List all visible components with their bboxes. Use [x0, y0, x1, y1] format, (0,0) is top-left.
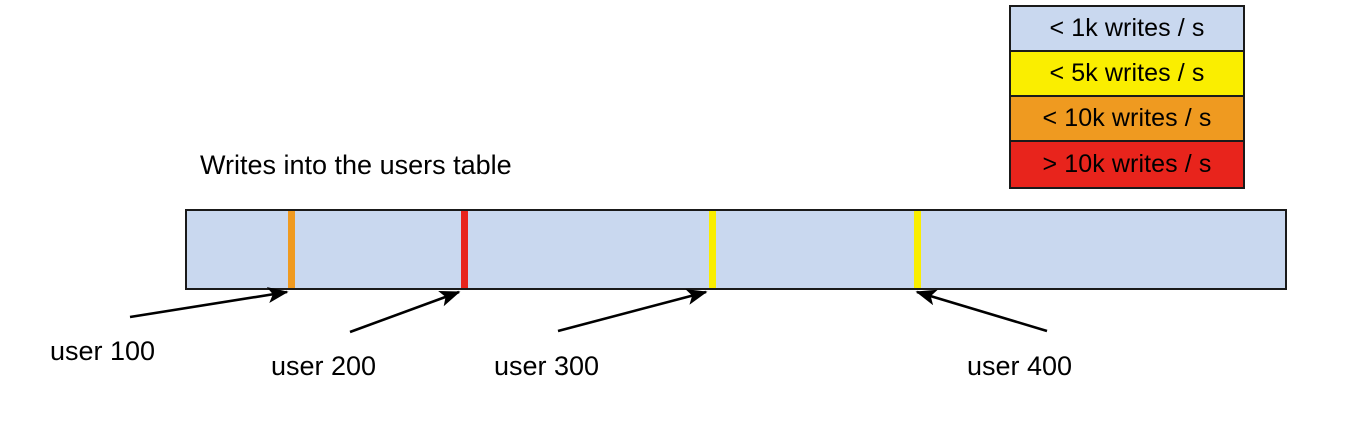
arrow-user-400 — [915, 289, 1048, 333]
callout-label-user-300: user 300 — [494, 351, 600, 381]
marker-user-100 — [288, 211, 295, 288]
legend-item-lt-10k: < 10k writes / s — [1011, 97, 1243, 142]
arrow-user-100 — [129, 287, 289, 319]
legend-item-label: < 5k writes / s — [1049, 59, 1205, 87]
marker-user-400 — [914, 211, 921, 288]
legend-item-lt-1k: < 1k writes / s — [1011, 7, 1243, 52]
legend-item-lt-5k: < 5k writes / s — [1011, 52, 1243, 97]
chart-title: Writes into the users table — [200, 150, 512, 180]
legend-item-label: > 10k writes / s — [1042, 150, 1212, 178]
users-table-bar — [185, 209, 1287, 290]
arrow-user-300 — [557, 289, 708, 333]
marker-user-300 — [709, 211, 716, 288]
legend: < 1k writes / s < 5k writes / s < 10k wr… — [1009, 5, 1245, 189]
legend-item-label: < 10k writes / s — [1042, 104, 1212, 132]
callout-label-user-100: user 100 — [50, 336, 156, 366]
legend-item-gt-10k: > 10k writes / s — [1011, 142, 1243, 187]
callout-label-user-400: user 400 — [967, 351, 1073, 381]
callout-label-user-200: user 200 — [271, 351, 377, 381]
arrow-user-200 — [349, 290, 461, 334]
legend-item-label: < 1k writes / s — [1049, 14, 1205, 42]
marker-user-200 — [461, 211, 468, 288]
